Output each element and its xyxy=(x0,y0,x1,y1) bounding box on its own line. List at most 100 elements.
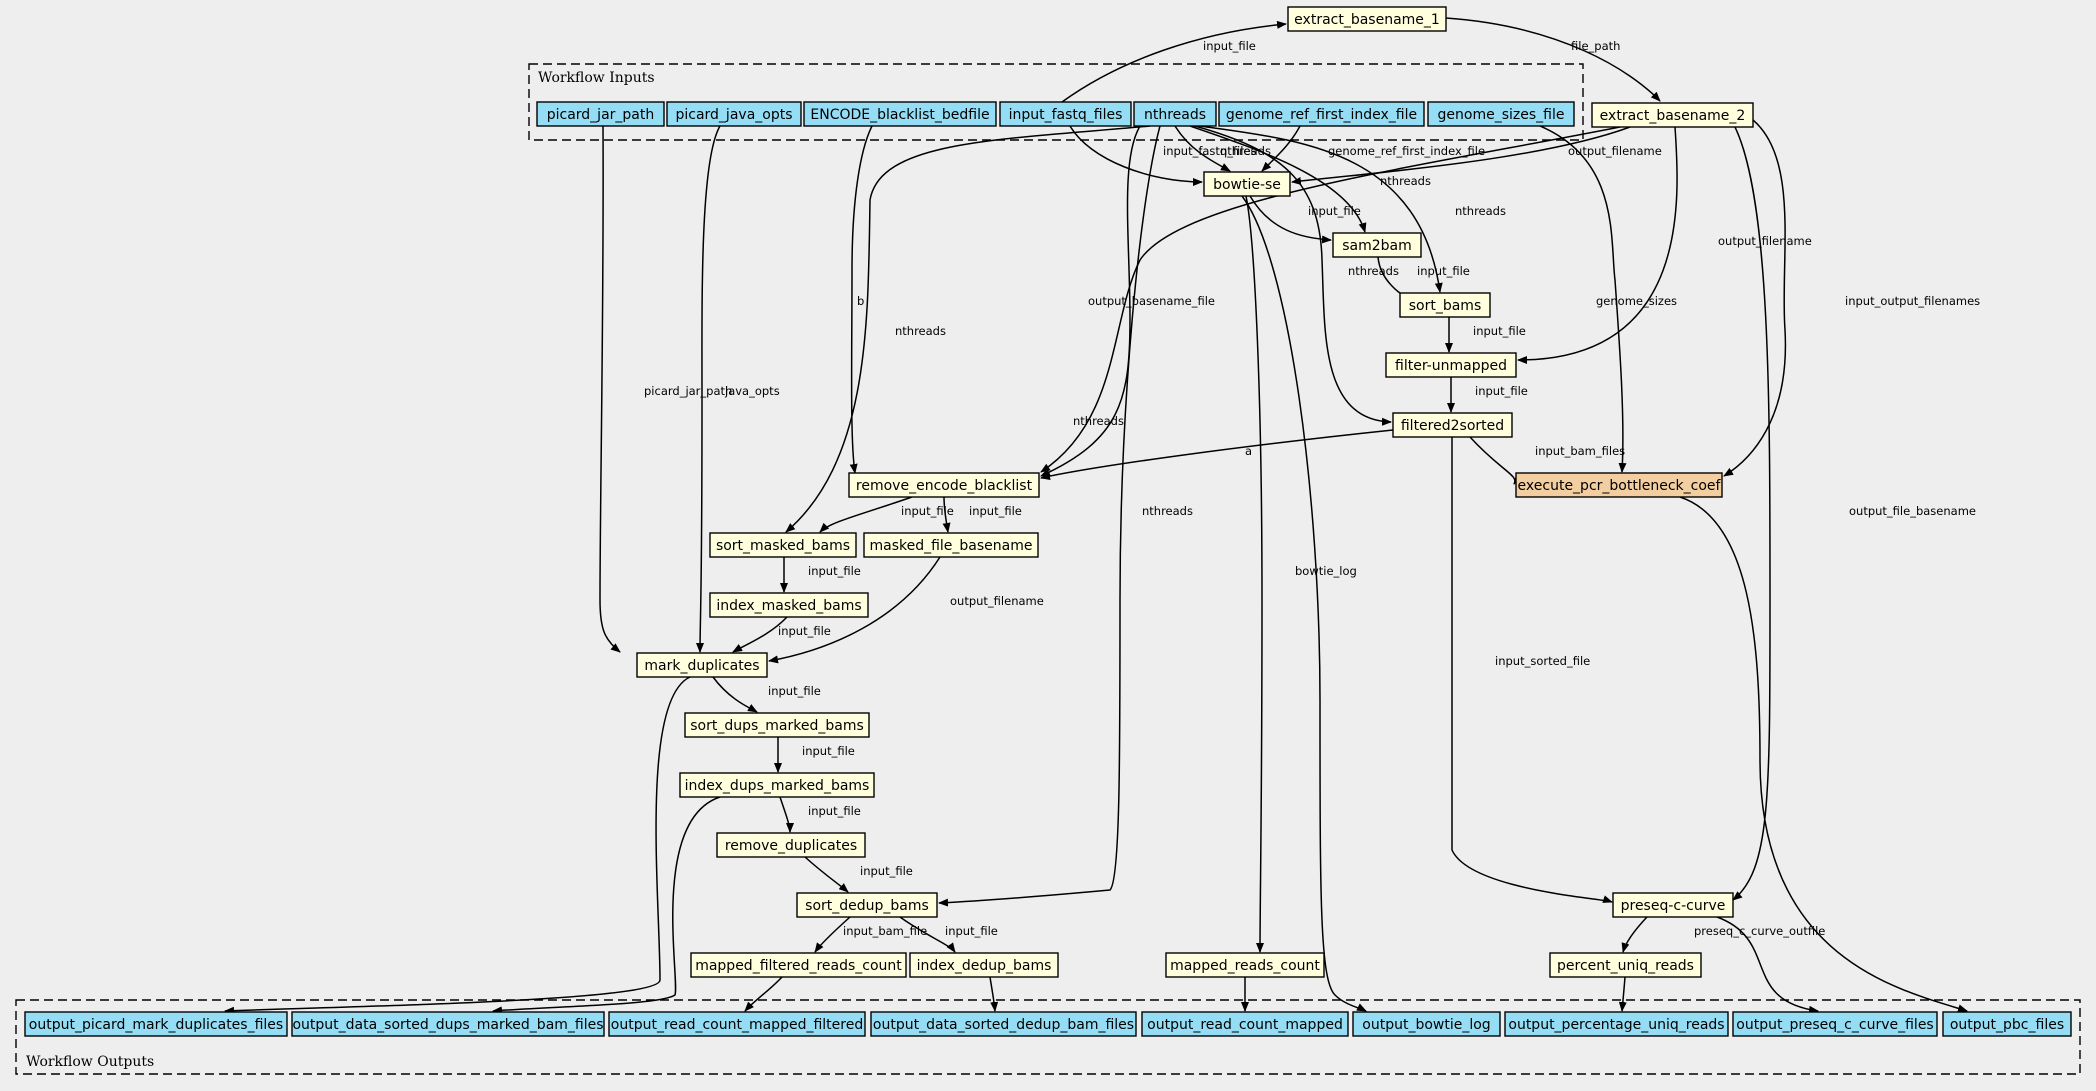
node-box[interactable] xyxy=(1515,472,1723,498)
node-box[interactable] xyxy=(1732,1011,1938,1037)
node-box[interactable] xyxy=(709,592,869,618)
node-box[interactable] xyxy=(1332,232,1422,258)
node-box[interactable] xyxy=(863,532,1039,558)
edge-nth_f2s xyxy=(1194,125,1392,426)
node-output-data-sorted-dups-marked-bam-files[interactable]: output_data_sorted_dups_marked_bam_files xyxy=(291,1011,605,1037)
node-output-data-sorted-dedup-bam-files[interactable]: output_data_sorted_dedup_bam_files xyxy=(870,1011,1137,1037)
node-label: masked_file_basename xyxy=(869,538,1032,554)
node-extract-basename-1[interactable]: extract_basename_1 xyxy=(1287,6,1447,32)
node-sort-masked-bams[interactable]: sort_masked_bams xyxy=(709,532,857,558)
edge-label-sortdups_indexdups: input_file xyxy=(802,744,855,758)
node-box[interactable] xyxy=(536,101,665,127)
node-label: genome_ref_first_index_file xyxy=(1226,107,1417,123)
node-remove-duplicates[interactable]: remove_duplicates xyxy=(716,832,866,858)
node-box[interactable] xyxy=(1287,6,1447,32)
node-filter-unmapped[interactable]: filter-unmapped xyxy=(1385,352,1517,378)
node-input-fastq-files[interactable]: input_fastq_files xyxy=(999,101,1132,127)
node-box[interactable] xyxy=(1165,952,1325,978)
node-encode-blacklist-bedfile[interactable]: ENCODE_blacklist_bedfile xyxy=(803,101,997,127)
node-nthreads[interactable]: nthreads xyxy=(1133,101,1217,127)
node-preseq-c-curve[interactable]: preseq-c-curve xyxy=(1612,892,1734,918)
node-index-dups-marked-bams[interactable]: index_dups_marked_bams xyxy=(679,772,875,798)
node-sam2bam[interactable]: sam2bam xyxy=(1332,232,1422,258)
node-bowtie-se[interactable]: bowtie-se xyxy=(1203,171,1291,197)
node-box[interactable] xyxy=(1549,952,1702,978)
node-box[interactable] xyxy=(666,101,802,127)
node-genome-ref-first-index-file[interactable]: genome_ref_first_index_file xyxy=(1218,101,1425,127)
edge-label-sortdedup_indexdedup: input_file xyxy=(945,924,998,938)
node-box[interactable] xyxy=(1352,1011,1501,1037)
node-remove-encode-blacklist[interactable]: remove_encode_blacklist xyxy=(848,472,1040,498)
node-filtered2sorted[interactable]: filtered2sorted xyxy=(1392,412,1513,438)
node-box[interactable] xyxy=(716,832,866,858)
edge-nth_sortbams xyxy=(1199,125,1443,293)
node-box[interactable] xyxy=(709,532,857,558)
edge-indexdedup_out xyxy=(989,976,999,1012)
node-box[interactable] xyxy=(690,952,907,978)
edge-label-reb_maskedbase: input_file xyxy=(969,504,1022,518)
edge-eb1_eb2 xyxy=(1445,17,1661,102)
node-output-percentage-uniq-reads[interactable]: output_percentage_uniq_reads xyxy=(1504,1011,1729,1037)
node-box[interactable] xyxy=(608,1011,866,1037)
node-label: output_bowtie_log xyxy=(1362,1017,1490,1033)
node-box[interactable] xyxy=(1385,352,1517,378)
edge-eb2_bowtie xyxy=(1291,126,1631,185)
node-box[interactable] xyxy=(679,772,875,798)
node-label: picard_java_opts xyxy=(675,107,792,123)
node-box[interactable] xyxy=(636,652,768,678)
node-box[interactable] xyxy=(1203,171,1291,197)
node-box[interactable] xyxy=(1399,292,1491,318)
node-output-bowtie-log[interactable]: output_bowtie_log xyxy=(1352,1011,1501,1037)
node-output-read-count-mapped[interactable]: output_read_count_mapped xyxy=(1141,1011,1349,1037)
node-box[interactable] xyxy=(803,101,997,127)
edge-label-nth_sortdedup: nthreads xyxy=(1142,504,1193,518)
node-box[interactable] xyxy=(1218,101,1425,127)
edge-javaopts_md xyxy=(696,125,721,653)
edge-eb2_reb xyxy=(1040,126,1621,473)
node-box[interactable] xyxy=(1591,102,1754,128)
node-sort-dups-marked-bams[interactable]: sort_dups_marked_bams xyxy=(684,712,870,738)
node-mark-duplicates[interactable]: mark_duplicates xyxy=(636,652,768,678)
node-label: output_data_sorted_dups_marked_bam_files xyxy=(292,1017,603,1033)
node-index-dedup-bams[interactable]: index_dedup_bams xyxy=(909,952,1059,978)
edge-label-f2s_pcr: input_bam_files xyxy=(1535,444,1625,458)
node-extract-basename-2[interactable]: extract_basename_2 xyxy=(1591,102,1754,128)
node-masked-file-basename[interactable]: masked_file_basename xyxy=(863,532,1039,558)
node-picard-jar-path[interactable]: picard_jar_path xyxy=(536,101,665,127)
node-box[interactable] xyxy=(1133,101,1217,127)
node-box[interactable] xyxy=(291,1011,605,1037)
node-output-pbc-files[interactable]: output_pbc_files xyxy=(1942,1011,2072,1037)
node-label: extract_basename_2 xyxy=(1600,108,1746,124)
node-box[interactable] xyxy=(796,892,938,918)
node-index-masked-bams[interactable]: index_masked_bams xyxy=(709,592,869,618)
node-execute-pcr-bottleneck-coef[interactable]: execute_pcr_bottleneck_coef xyxy=(1515,472,1723,498)
node-mapped-reads-count[interactable]: mapped_reads_count xyxy=(1165,952,1325,978)
node-box[interactable] xyxy=(909,952,1059,978)
node-picard-java-opts[interactable]: picard_java_opts xyxy=(666,101,802,127)
node-box[interactable] xyxy=(1504,1011,1729,1037)
node-box[interactable] xyxy=(999,101,1132,127)
node-output-picard-mark-duplicates-files[interactable]: output_picard_mark_duplicates_files xyxy=(24,1011,288,1037)
node-box[interactable] xyxy=(848,472,1040,498)
node-sort-dedup-bams[interactable]: sort_dedup_bams xyxy=(796,892,938,918)
node-percent-uniq-reads[interactable]: percent_uniq_reads xyxy=(1549,952,1702,978)
edge-gsizes_pcr xyxy=(1539,125,1627,473)
node-box[interactable] xyxy=(1427,101,1575,127)
node-box[interactable] xyxy=(684,712,870,738)
node-output-preseq-c-curve-files[interactable]: output_preseq_c_curve_files xyxy=(1732,1011,1938,1037)
node-box[interactable] xyxy=(1141,1011,1349,1037)
edge-reb_maskedbase xyxy=(942,496,951,533)
node-sort-bams[interactable]: sort_bams xyxy=(1399,292,1491,318)
edge-label-bowtie_mrc: bowtie_log xyxy=(1295,564,1357,578)
node-box[interactable] xyxy=(870,1011,1137,1037)
node-mapped-filtered-reads-count[interactable]: mapped_filtered_reads_count xyxy=(690,952,907,978)
node-box[interactable] xyxy=(1392,412,1513,438)
node-box[interactable] xyxy=(1942,1011,2072,1037)
node-label: index_dups_marked_bams xyxy=(685,778,870,794)
node-label: index_dedup_bams xyxy=(917,958,1052,974)
node-box[interactable] xyxy=(24,1011,288,1037)
node-genome-sizes-file[interactable]: genome_sizes_file xyxy=(1427,101,1575,127)
node-box[interactable] xyxy=(1612,892,1734,918)
node-label: output_read_count_mapped_filtered xyxy=(611,1017,863,1033)
node-output-read-count-mapped-filtered[interactable]: output_read_count_mapped_filtered xyxy=(608,1011,866,1037)
